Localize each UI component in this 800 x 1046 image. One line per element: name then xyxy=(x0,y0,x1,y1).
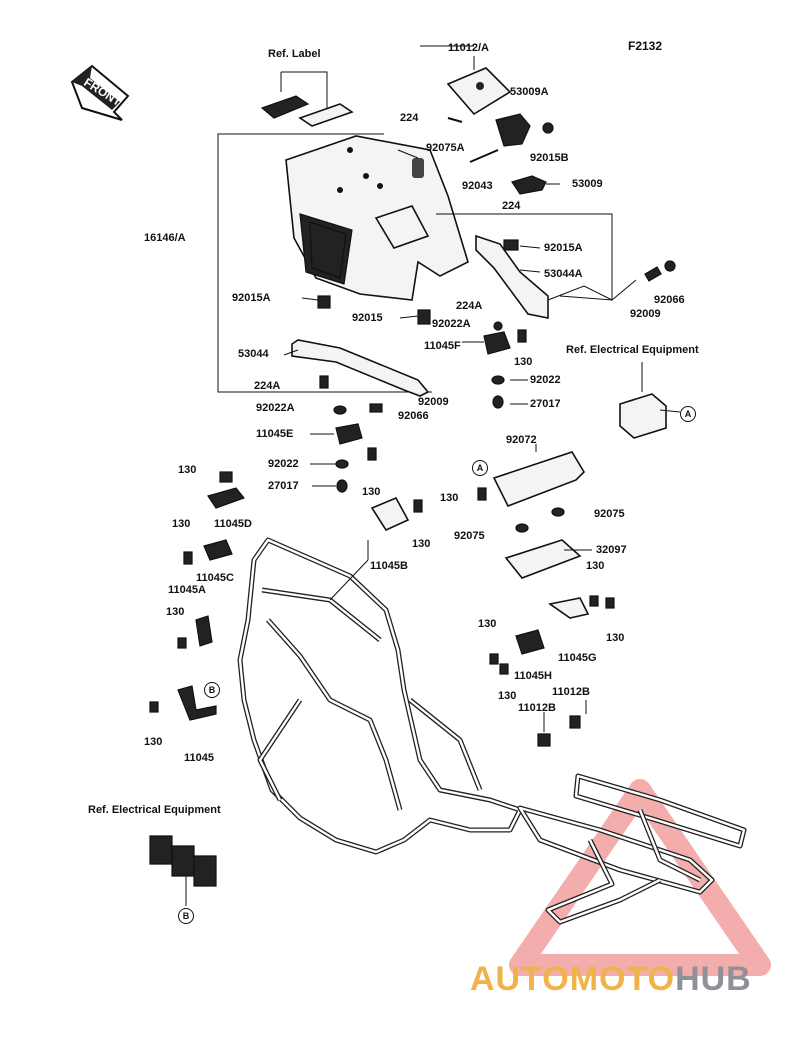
part-130-c: 130 xyxy=(172,518,191,530)
part-92009-right: 92009 xyxy=(630,308,661,320)
marker-a-right: A xyxy=(680,406,696,422)
part-92022a-right: 92022A xyxy=(432,318,471,330)
part-130-92072: 130 xyxy=(440,492,459,504)
part-92075-left: 92075 xyxy=(454,530,485,542)
part-130-11045: 130 xyxy=(144,736,163,748)
brackets-right xyxy=(489,595,615,675)
brackets-left xyxy=(149,471,423,721)
part-130-e: 130 xyxy=(362,486,381,498)
bracket-53044a xyxy=(436,213,676,319)
part-11045d: 11045D xyxy=(214,518,252,530)
sub-frame xyxy=(517,700,747,925)
part-27017-right: 27017 xyxy=(530,398,561,410)
bottom-relays xyxy=(149,835,217,906)
watermark-logo: AUTOMOTOHUB xyxy=(470,960,752,999)
marker-b-upper: B xyxy=(204,682,220,698)
part-32097: 32097 xyxy=(596,544,627,556)
part-224a-right: 224A xyxy=(456,300,483,312)
ref-label-sticker xyxy=(260,71,354,127)
part-130-h1: 130 xyxy=(478,618,497,630)
part-11045g: 11045G xyxy=(558,652,597,664)
part-224a-left: 224A xyxy=(254,380,281,392)
part-92075-right: 92075 xyxy=(594,508,625,520)
marker-b-lower: B xyxy=(178,908,194,924)
ref-label-text: Ref. Label xyxy=(268,48,321,60)
cover-plate-11012a xyxy=(446,56,554,195)
seat-cowl-16146a xyxy=(217,133,469,393)
leader-lines xyxy=(283,45,560,601)
part-92015: 92015 xyxy=(352,312,383,324)
part-130-g1: 130 xyxy=(586,560,605,572)
part-92022-right: 92022 xyxy=(530,374,561,386)
part-11012a: 11012/A xyxy=(448,42,489,54)
part-130-a: 130 xyxy=(166,606,185,618)
part-92075a: 92075A xyxy=(426,142,465,154)
front-arrow-icon xyxy=(70,64,130,121)
ref-electrical-bottom: Ref. Electrical Equipment xyxy=(88,804,221,816)
part-92066-left: 92066 xyxy=(398,410,429,422)
part-92022a-left: 92022A xyxy=(256,402,295,414)
part-224-mid: 224 xyxy=(502,200,521,212)
main-frame xyxy=(237,537,523,855)
part-53044: 53044 xyxy=(238,348,269,360)
part-130-h2: 130 xyxy=(498,690,517,702)
part-92009-left: 92009 xyxy=(418,396,449,408)
watermark-part2: HUB xyxy=(675,960,752,998)
part-16146a: 16146/A xyxy=(144,232,186,244)
part-92015a-right: 92015A xyxy=(544,242,583,254)
battery-holder-92072 xyxy=(477,444,592,579)
diagram-code: F2132 xyxy=(628,39,663,53)
part-92072: 92072 xyxy=(506,434,537,446)
part-130-f: 130 xyxy=(514,356,533,368)
part-53009a: 53009A xyxy=(510,86,549,98)
part-53044a: 53044A xyxy=(544,268,583,280)
part-92015a-left: 92015A xyxy=(232,292,271,304)
part-130-b: 130 xyxy=(412,538,431,550)
marker-a-left: A xyxy=(472,460,488,476)
center-fasteners xyxy=(317,295,527,409)
part-92015b: 92015B xyxy=(530,152,569,164)
part-11045f: 11045F xyxy=(424,340,461,352)
relay-box xyxy=(619,362,681,439)
part-92066-right: 92066 xyxy=(654,294,685,306)
watermark-part1: AUTOMOTO xyxy=(470,960,676,998)
part-130-d: 130 xyxy=(178,464,197,476)
part-130-g2: 130 xyxy=(606,632,625,644)
part-92022-left: 92022 xyxy=(268,458,299,470)
ref-electrical-top: Ref. Electrical Equipment xyxy=(566,344,699,356)
part-11045b: 11045B xyxy=(370,560,408,572)
part-53009: 53009 xyxy=(572,178,603,190)
part-27017-left: 27017 xyxy=(268,480,299,492)
part-11012b-left: 11012B xyxy=(518,702,556,714)
part-11012b-right: 11012B xyxy=(552,686,590,698)
part-11045: 11045 xyxy=(184,752,214,764)
part-11045e: 11045E xyxy=(256,428,294,440)
part-11045h: 11045H xyxy=(514,670,552,682)
bracket-53044 xyxy=(291,339,430,493)
part-224-top: 224 xyxy=(400,112,419,124)
part-11045a: 11045A xyxy=(168,584,206,596)
part-11045c: 11045C xyxy=(196,572,234,584)
part-92043: 92043 xyxy=(462,180,493,192)
